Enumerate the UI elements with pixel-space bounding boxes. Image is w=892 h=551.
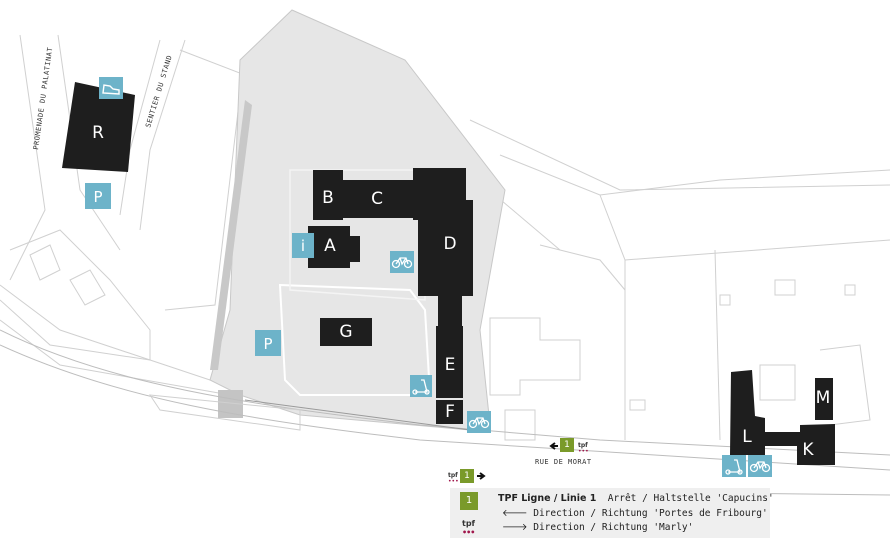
road-label-rue-de-morat: RUE DE MORAT [535,458,592,466]
building-c-label: C [371,189,383,209]
tpf-dots: ••• [578,448,589,455]
building-f[interactable]: F [436,400,463,424]
building-d[interactable]: D [413,168,473,326]
building-m[interactable]: M [815,378,833,420]
tpf-logo: tpf [448,472,458,479]
building-k[interactable]: K [765,424,835,465]
info-label: i [301,237,305,255]
badge-bicycle-f[interactable] [467,411,491,433]
building-k-label: K [802,440,814,460]
bus-stop-icon [460,469,474,483]
legend-title-row: TPF Ligne / Linie 1 Arrêt / Haltstelle '… [498,493,774,504]
badge-scooter-l[interactable] [722,455,746,477]
building-a[interactable]: A [308,226,360,268]
arrow-right-icon [477,472,486,480]
building-r-label: R [92,123,104,143]
legend-title: TPF Ligne / Linie 1 [498,493,597,504]
building-g-label: G [339,322,352,342]
parking-label: P [263,335,272,353]
legend-tpf-dots: ••• [462,528,475,537]
legend-stop: Arrêt / Haltstelle 'Capucins' [607,493,774,504]
tpf-dots: ••• [448,478,459,485]
building-g[interactable]: G [320,318,372,346]
scooter-icon [725,459,743,475]
bicycle-icon [391,257,413,269]
building-d-label: D [443,234,456,254]
legend-direction-1: 🡐 Direction / Richtung 'Portes de Fribou… [502,508,768,519]
building-f-label: F [445,402,455,422]
building-c[interactable]: C [343,180,415,218]
campus-area [209,9,506,431]
arrow-right-icon: 🡒 [502,522,528,533]
legend-line-badge: 1 [460,492,478,510]
badge-shoe[interactable] [99,77,123,99]
badge-scooter-e[interactable] [410,375,432,397]
bicycle-icon [468,417,490,429]
arrow-left-icon: 🡐 [502,508,528,519]
legend-direction-2: 🡒 Direction / Richtung 'Marly' [502,522,693,533]
building-e-label: E [445,355,456,375]
building-l[interactable]: L [730,370,765,455]
badge-bicycle-l[interactable] [748,455,772,477]
background-plan [0,34,891,441]
building-e[interactable]: E [436,326,463,398]
building-l-label: L [742,427,752,447]
tpf-logo: tpf [578,442,588,449]
building-b-label: B [322,188,334,208]
badge-parking-g[interactable]: P [255,330,281,356]
bus-line-number: 1 [564,440,570,450]
scooter-icon [412,379,430,395]
badge-bicycle-d[interactable] [390,251,414,273]
badge-info[interactable]: i [292,233,314,258]
building-m-label: M [816,388,831,408]
bus-stop-north[interactable]: 1 tpf ••• [549,438,589,455]
legend-direction-2-text: Direction / Richtung 'Marly' [533,522,694,533]
bus-stop-south[interactable]: tpf ••• 1 [448,469,486,485]
building-r[interactable]: R [62,82,135,172]
shoe-icon [102,84,120,95]
road-label-promenade: PROMENADE DU PALATINAT [32,46,54,150]
building-b[interactable]: B [313,170,343,220]
building-a-label: A [324,236,336,256]
badge-parking-r[interactable]: P [85,183,111,209]
legend-tpf-text: tpf [462,519,476,528]
arrow-left-icon [549,442,558,450]
legend: 1 tpf ••• TPF Ligne / Linie 1 Arrêt / Ha… [450,488,774,538]
legend-tpf-logo: tpf ••• [462,519,475,537]
parking-label: P [93,188,102,206]
bicycle-icon [749,461,771,473]
bus-stop-icon [560,438,574,452]
road-label-sentier: SENTIER DU STAND [144,54,174,128]
legend-direction-1-text: Direction / Richtung 'Portes de Fribourg… [533,508,768,519]
bus-line-number: 1 [464,471,470,481]
